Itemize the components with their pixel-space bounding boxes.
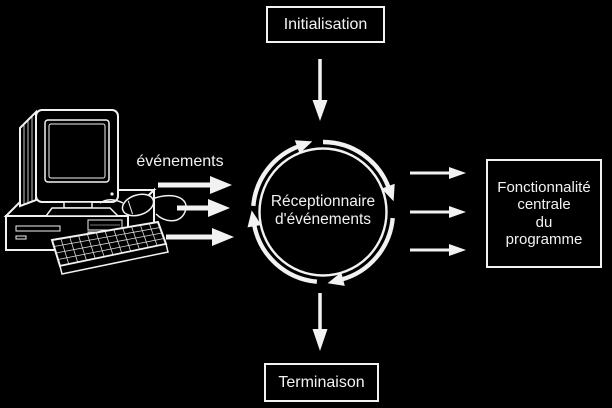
arrow-right-icon <box>410 206 466 218</box>
loop-arc <box>247 210 318 284</box>
core-label-line2: centrale <box>517 196 571 213</box>
core-functionality-label: Fonctionnalité centrale du programme <box>497 179 590 249</box>
event-loop-label-line1: Réceptionnaire <box>270 193 376 210</box>
computer-keyboard <box>50 220 169 275</box>
terminaison-label: Terminaison <box>278 373 365 391</box>
circular-arrows-icon <box>247 139 395 286</box>
event-loop-label: Réceptionnaire d'événements <box>258 193 388 229</box>
computer-monitor <box>19 109 120 217</box>
outgoing-call-arrows <box>410 167 466 256</box>
core-label-line4: programme <box>505 231 583 248</box>
arrow-right-icon <box>177 199 230 217</box>
incoming-event-arrows <box>158 176 234 246</box>
arrow-down-icon <box>312 59 328 121</box>
arrow-right-icon <box>166 228 234 246</box>
computer-mouse <box>99 193 187 222</box>
node-terminaison: Terminaison <box>264 363 379 402</box>
events-label: événements <box>136 153 224 170</box>
loop-arc <box>322 139 395 202</box>
arrow-right-icon <box>158 176 232 194</box>
desktop-computer-icon <box>3 109 187 275</box>
core-label-line1: Fonctionnalité <box>497 178 591 196</box>
arrow-right-icon <box>410 167 466 179</box>
loop-arc <box>251 140 313 207</box>
node-initialisation: Initialisation <box>266 6 385 43</box>
core-label-line3: du <box>535 213 553 231</box>
event-loop-label-line2: d'événements <box>274 211 372 228</box>
node-core-functionality: Fonctionnalité centrale du programme <box>486 159 602 268</box>
arrow-down-icon <box>312 293 328 351</box>
loop-arc <box>327 217 395 286</box>
arrow-right-icon <box>410 244 466 256</box>
initialisation-label: Initialisation <box>283 15 368 33</box>
